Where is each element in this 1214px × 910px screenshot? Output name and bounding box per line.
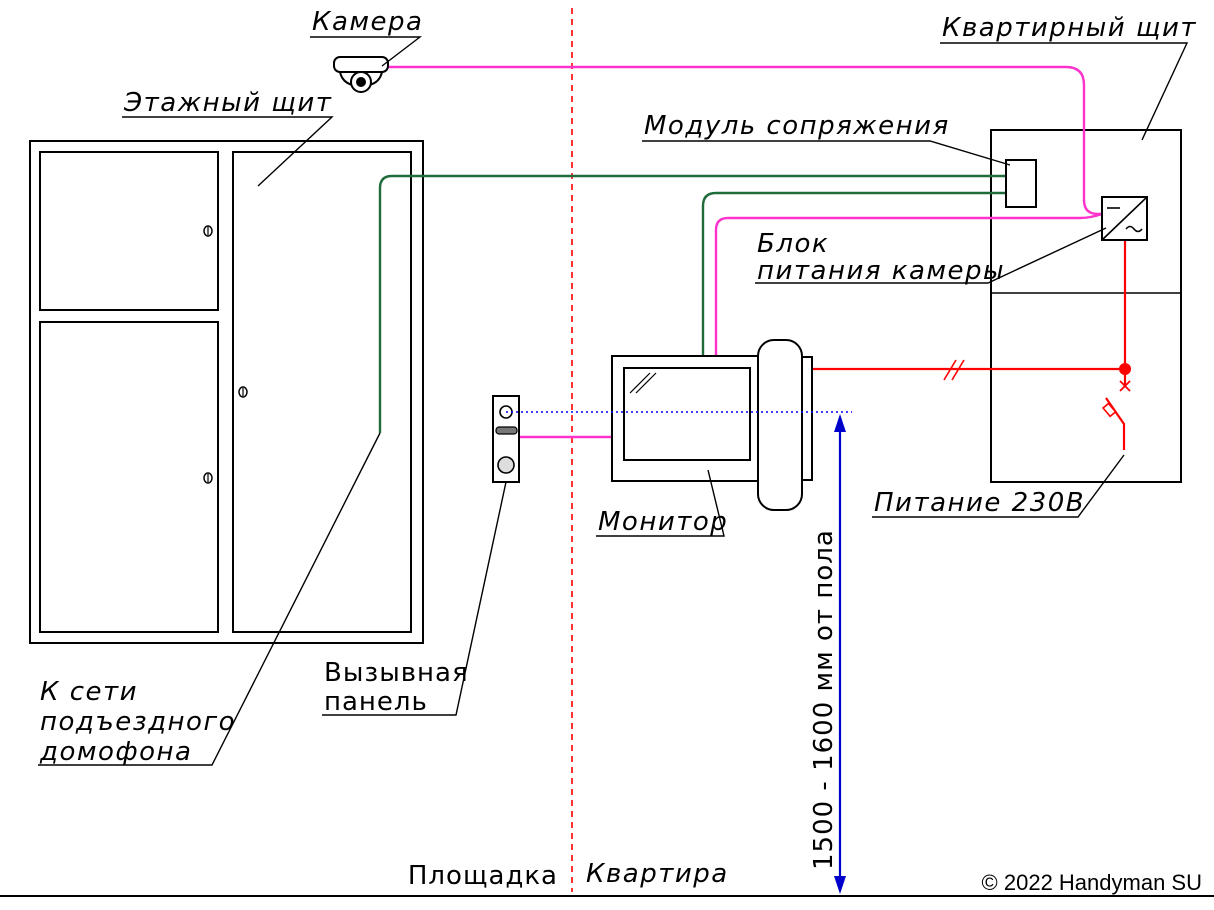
lock-icon (238, 386, 248, 398)
camera-psu (1101, 196, 1148, 241)
camera-psu-label-line1: Блок (757, 229, 829, 259)
camera-psu-cable (714, 212, 1103, 356)
height-label: 1500 - 1600 мм от пола (809, 529, 839, 870)
module-monitor-cable (701, 191, 1006, 356)
psu-leader (755, 227, 1107, 284)
intercom-label-line3: домофона (39, 737, 192, 767)
camera-label: Камера (312, 7, 423, 37)
camera-cable (388, 65, 1102, 216)
monitor (611, 339, 813, 511)
call-panel (492, 395, 520, 483)
apartment-panel-leader (940, 42, 1189, 141)
floor-panel-label: Этажный щит (123, 88, 332, 118)
floor-panel-leader (122, 116, 334, 187)
camera-psu-label-line2: питания камеры (757, 256, 1005, 286)
apartment-label: Квартира (586, 859, 729, 889)
power-leader (872, 454, 1125, 518)
camera-leader (310, 36, 423, 67)
monitor-label: Монитор (598, 507, 728, 537)
intercom-network-cable (378, 174, 1006, 433)
module-leader (642, 140, 1011, 166)
interface-module-label: Модуль сопряжения (644, 111, 950, 141)
floor-panel (29, 140, 424, 644)
landing-label: Площадка (408, 861, 558, 891)
call-panel-label-line1: Вызывная (324, 658, 469, 688)
power-label: Питание 230В (874, 488, 1085, 518)
call-panel-label-line2: панель (324, 687, 428, 717)
camera-icon (333, 56, 389, 93)
height-arrow (834, 414, 846, 894)
copyright: © 2022 Handyman SU (982, 870, 1202, 895)
interface-module (1005, 159, 1037, 208)
intercom-label-line1: К сети (40, 677, 138, 707)
intercom-label-line2: подъездного (40, 707, 236, 737)
monitor-leader (596, 469, 725, 537)
call-panel-leader (322, 481, 507, 716)
lock-icon (203, 225, 213, 237)
intercom-leader (38, 432, 381, 766)
apartment-panel-label: Квартирный щит (942, 13, 1197, 43)
lock-icon (203, 472, 213, 484)
